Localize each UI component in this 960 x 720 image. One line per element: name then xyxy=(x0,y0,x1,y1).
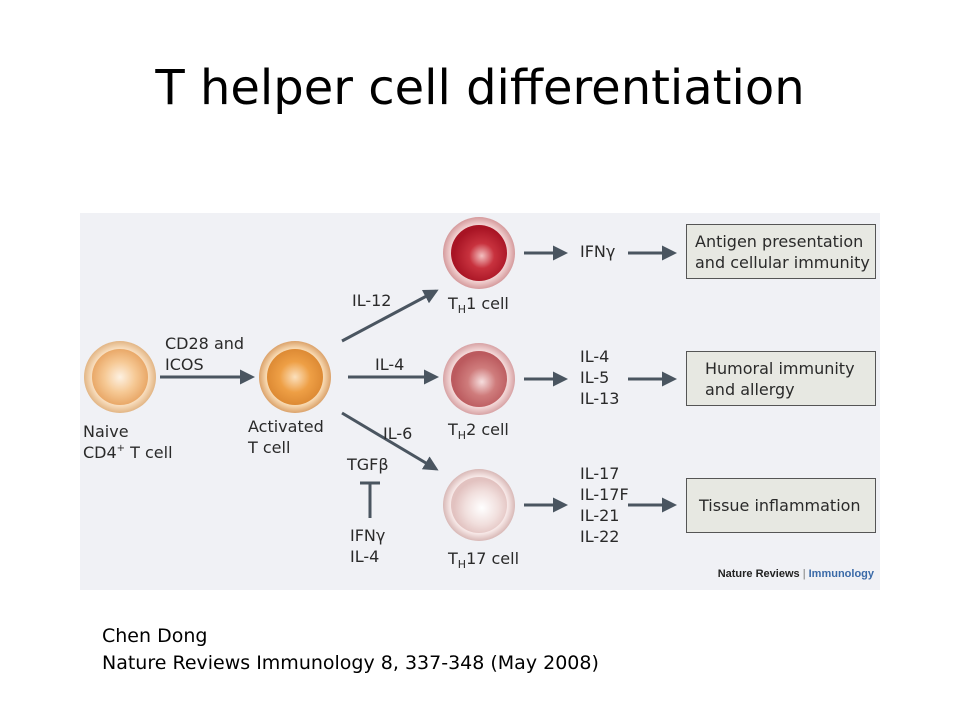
costim-label: CD28 and ICOS xyxy=(165,333,244,375)
naive-label-sup: + xyxy=(116,443,126,454)
th17-cell xyxy=(443,469,515,541)
th2-label-sub: H xyxy=(457,429,467,442)
cytokine-item: IL-13 xyxy=(580,389,620,408)
costim-label-line1: CD28 and xyxy=(165,334,245,353)
naive-label-cd4: CD4 xyxy=(83,443,117,462)
citation-author: Chen Dong xyxy=(102,625,208,647)
th2-cell-label: TH2 cell xyxy=(448,419,509,442)
cytokine-item: IL-17 xyxy=(580,464,620,483)
cytokine-item: IL-22 xyxy=(580,527,620,546)
diagram-graphics xyxy=(84,217,677,541)
th1-label-rest: 1 cell xyxy=(466,294,509,313)
brand-journal: Immunology xyxy=(808,568,874,580)
th2-label-t: T xyxy=(448,420,458,439)
il6-label: IL-6 xyxy=(383,424,413,443)
cytokine-item: IL-5 xyxy=(580,368,610,387)
th1-cell xyxy=(443,217,515,289)
arrow-activated-to-th17 xyxy=(341,411,439,471)
arrow-activated-to-th1 xyxy=(341,289,439,343)
inhibitor-il4: IL-4 xyxy=(350,547,380,566)
inhibitor-label: IFNγ IL-4 xyxy=(350,525,385,567)
outcome-th1-line1: Antigen presentation xyxy=(695,231,864,251)
th1-label-t: T xyxy=(448,294,458,313)
brand-separator: | xyxy=(802,568,806,580)
cytokine-item: IL-21 xyxy=(580,506,620,525)
th1-cell-label: TH1 cell xyxy=(448,293,509,316)
brand-publisher: Nature Reviews xyxy=(717,568,800,580)
outcome-th2-line1: Humoral immunity xyxy=(705,358,855,378)
cytokine-item: IL-17F xyxy=(580,485,629,504)
naive-label-tcell: T cell xyxy=(125,443,173,462)
tgfb-label: TGFβ xyxy=(347,455,389,474)
il4-signal-label: IL-4 xyxy=(375,355,405,374)
naive-cell xyxy=(84,341,156,413)
th2-cytokine-list: IL-4 IL-5 IL-13 xyxy=(580,346,619,409)
outcome-th1-line2: and cellular immunity xyxy=(695,252,870,272)
cytokine-item: IL-4 xyxy=(580,347,610,366)
inhibitor-ifng: IFNγ xyxy=(350,526,386,545)
citation: Chen Dong Nature Reviews Immunology 8, 3… xyxy=(102,623,599,677)
costim-label-line2: ICOS xyxy=(165,355,204,374)
th17-label-t: T xyxy=(448,549,458,568)
activated-label-line2: T cell xyxy=(248,438,291,457)
naive-label-line1: Naive xyxy=(83,422,129,441)
il12-label: IL-12 xyxy=(352,291,392,310)
th17-cell-label: TH17 cell xyxy=(448,548,519,571)
th1-label-sub: H xyxy=(457,303,467,316)
naive-label-line2: CD4+ T cell xyxy=(83,442,173,466)
figure-panel: Naive CD4+ T cell Activated T cell TH1 c… xyxy=(80,213,880,590)
inhibition-bar xyxy=(360,481,380,518)
activated-cell-label: Activated T cell xyxy=(248,416,324,458)
th17-cytokine-list: IL-17 IL-17F IL-21 IL-22 xyxy=(580,463,629,547)
outcome-th2-line2: and allergy xyxy=(705,379,795,399)
th2-cell xyxy=(443,343,515,415)
th2-label-rest: 2 cell xyxy=(466,420,509,439)
cytokine-item: IFNγ xyxy=(580,242,616,261)
activated-label-line1: Activated xyxy=(248,417,324,436)
outcome-text-th17: Tissue inflammation xyxy=(699,496,861,515)
th17-label-rest: 17 cell xyxy=(466,549,520,568)
th1-cytokine-list: IFNγ xyxy=(580,241,615,262)
outcome-box-th17: Tissue inflammation xyxy=(686,478,876,533)
activated-cell xyxy=(259,341,331,413)
journal-brand: Nature Reviews | Immunology xyxy=(718,568,874,580)
slide-title: T helper cell differentiation xyxy=(155,60,805,116)
citation-reference: Nature Reviews Immunology 8, 337-348 (Ma… xyxy=(102,652,599,674)
th17-label-sub: H xyxy=(457,558,467,571)
naive-cell-label: Naive CD4+ T cell xyxy=(83,421,173,466)
